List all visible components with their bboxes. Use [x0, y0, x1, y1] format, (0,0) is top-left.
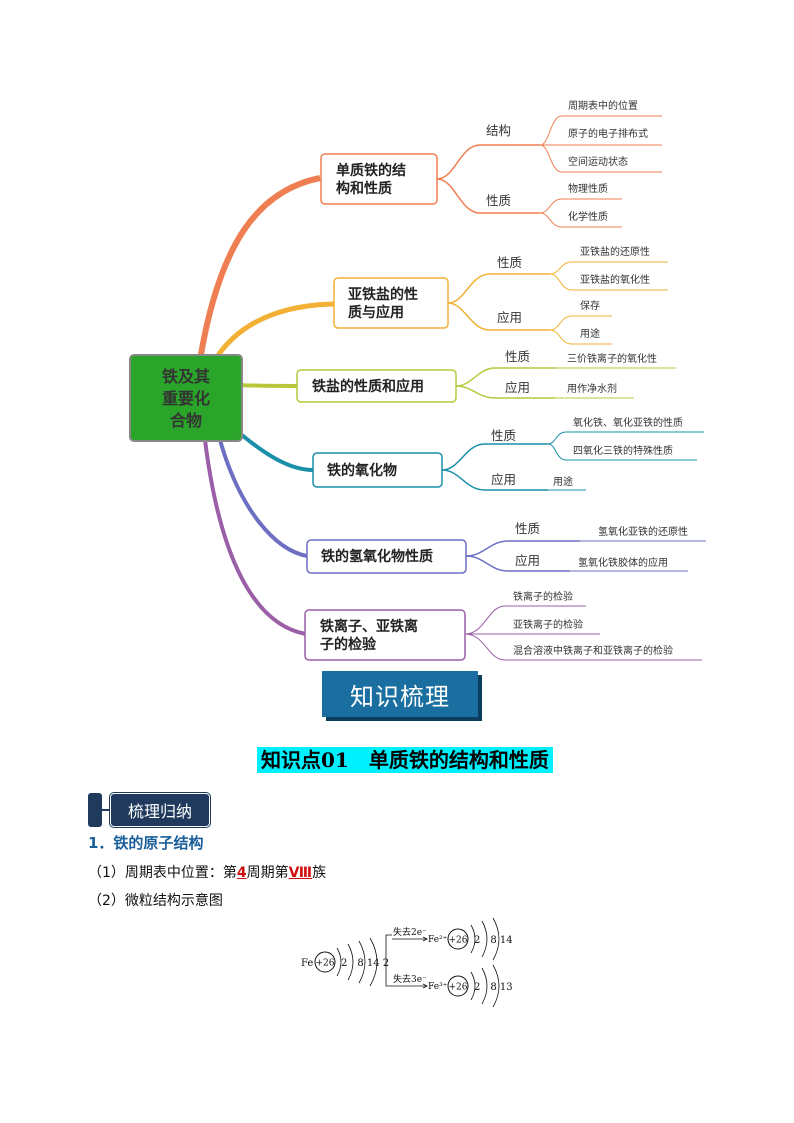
branch-5-label-1: 铁的氢氧化物性质: [321, 548, 433, 565]
fe2-nucleus: [447, 928, 469, 950]
tag-label: 梳理归纳: [109, 792, 211, 828]
heading-atomic-structure: 1．铁的原子结构: [88, 834, 204, 852]
lose-3e-label: 失去3e⁻: [393, 973, 427, 985]
knowledge-point-title: 知识点01 单质铁的结构和性质: [257, 747, 553, 773]
b2-leaf-4: 用途: [580, 327, 600, 340]
b2-leaf-2: 亚铁盐的氧化性: [580, 273, 650, 286]
b1-leaf-1: 周期表中的位置: [568, 99, 638, 112]
fe-nucleus: [314, 951, 336, 973]
branch-node-6: [304, 609, 466, 661]
b4-leaf-2: 四氧化三铁的特殊性质: [573, 444, 673, 457]
branch-6-label-2: 子的检验: [320, 636, 377, 653]
fe3-ion-label: Fe³⁺: [428, 982, 448, 992]
b1-sub-1: 结构: [486, 123, 511, 138]
fe3-nucleus: [447, 975, 469, 997]
b4-leaf-1: 氧化铁、氧化亚铁的性质: [573, 416, 683, 429]
center-label-3: 合物: [170, 411, 202, 430]
center-label-1: 铁及其: [162, 367, 210, 386]
b5-sub-1: 性质: [515, 521, 540, 536]
b5-leaf-2: 氢氧化铁胶体的应用: [578, 556, 668, 569]
b6-leaf-1: 铁离子的检验: [513, 590, 573, 603]
b3-sub-1: 性质: [505, 349, 530, 364]
center-node: [129, 354, 243, 442]
b3-leaf-2: 用作净水剂: [567, 382, 617, 395]
b2-leaf-1: 亚铁盐的还原性: [580, 245, 650, 258]
b1-leaf-5: 化学性质: [568, 210, 608, 223]
section-tag: 梳理归纳: [88, 792, 213, 828]
branch-1-label-2: 构和性质: [336, 180, 392, 197]
b2-sub-1: 性质: [497, 255, 522, 270]
branch-line-2: [212, 301, 335, 362]
item1-suffix: 族: [312, 865, 327, 881]
fe2-ion-label: Fe²⁺: [428, 935, 448, 945]
branch-line-1: [197, 175, 321, 361]
b5-sub-2: 应用: [515, 553, 540, 568]
fe2-nucleus-charge: +26: [449, 936, 468, 946]
tag-bar: [88, 793, 102, 827]
branch-line-4: [234, 428, 314, 472]
b1-leaf-3: 空间运动状态: [568, 155, 628, 168]
branch-4-label-1: 铁的氧化物: [327, 462, 397, 479]
b2-leaf-3: 保存: [580, 299, 600, 312]
b4-sub-1: 性质: [491, 428, 516, 443]
b4-sub-2: 应用: [491, 472, 516, 487]
branch-line-5: [218, 439, 308, 558]
fe-symbol: Fe: [301, 958, 313, 969]
branch-2-label-2: 质与应用: [348, 304, 404, 321]
item-position: （1）周期表中位置：第4周期第Ⅷ族: [88, 862, 326, 882]
branch-3-label-1: 铁盐的性质和应用: [312, 378, 424, 395]
fe-nucleus-charge: +26: [316, 959, 335, 969]
branch-line-6: [203, 439, 307, 636]
fe-shell-electrons: 2 8 14 2: [341, 958, 389, 969]
answer-period: 4: [236, 865, 247, 881]
b4-leaf-3: 用途: [553, 475, 573, 488]
item-diagram-title: （2）微粒结构示意图: [88, 893, 223, 909]
b5-leaf-1: 氢氧化亚铁的还原性: [598, 525, 688, 538]
center-label-2: 重要化: [162, 389, 210, 408]
section-banner: 知识梳理: [322, 671, 478, 717]
fe3-shell-electrons: 2 8 13: [474, 982, 513, 993]
mind-map: 铁及其 重要化 合物 单质铁的结 构和性质 结构 性质 周期表中的位置 原子的电…: [129, 99, 706, 661]
b6-leaf-2: 亚铁离子的检验: [513, 618, 583, 631]
branch-2-label-1: 亚铁盐的性: [348, 286, 418, 303]
b6-leaf-3: 混合溶液中铁离子和亚铁离子的检验: [513, 644, 673, 657]
b3-sub-2: 应用: [505, 380, 530, 395]
tag-connector: [100, 809, 112, 811]
item1-mid: 周期第: [246, 865, 289, 881]
branch-6-label-1: 铁离子、亚铁离: [320, 618, 418, 635]
fe2-shell-electrons: 2 8 14: [474, 935, 513, 946]
branch-1-label-1: 单质铁的结: [336, 162, 406, 179]
b1-leaf-4: 物理性质: [568, 182, 608, 195]
branch-line-3: [237, 383, 298, 388]
lose-2e-label: 失去2e⁻: [393, 926, 427, 938]
answer-group: Ⅷ: [288, 865, 313, 881]
item1-prefix: （1）周期表中位置：第: [88, 865, 237, 881]
fe3-nucleus-charge: +26: [449, 983, 468, 993]
b3-leaf-1: 三价铁离子的氧化性: [567, 352, 657, 365]
b1-sub-2: 性质: [486, 193, 511, 208]
b1-leaf-2: 原子的电子排布式: [568, 127, 648, 140]
b2-sub-2: 应用: [497, 310, 522, 325]
